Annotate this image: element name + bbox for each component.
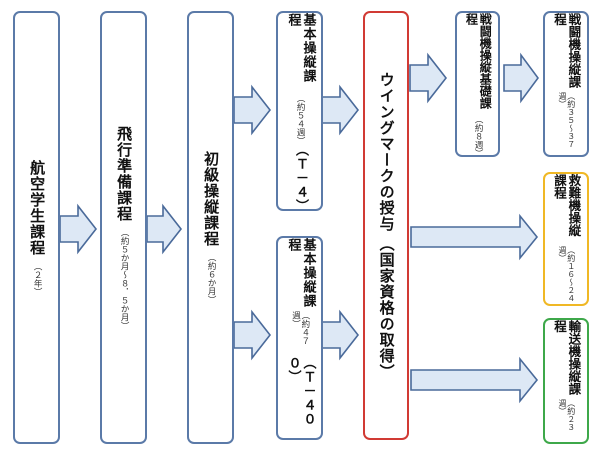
arrow-kihon1-to-wing — [321, 84, 360, 136]
node-kihon2-tail: （Ｔ－４００） — [285, 355, 316, 426]
node-sento-title: 戦闘機操縦課程 — [552, 13, 582, 88]
node-hiko-sub: （約５か月～８．５か月） — [119, 227, 130, 330]
arrow-koku-to-hiko — [59, 203, 98, 255]
node-kihon-t400: 基本操縦課程 （約４７週） （Ｔ－４００） — [276, 236, 323, 440]
node-wing-title: ウイングマークの授与 — [377, 71, 396, 232]
node-kyunan-title: 救難機操縦課程 — [552, 174, 582, 237]
node-sento: 戦闘機操縦課程 （約３５～３７週） — [543, 11, 589, 157]
node-yuso-sub: （約２３週） — [558, 399, 576, 432]
node-wing-mark: ウイングマークの授与 （国家資格の取得） — [363, 11, 409, 440]
node-kihon2-sub: （約４７週） — [290, 310, 310, 345]
node-kihon1-title: 基本操縦課程 — [285, 13, 316, 83]
arrow-wing-to-sentokiso — [409, 52, 448, 104]
arrow-sentokiso-to-sento — [503, 52, 539, 104]
node-hiko-junbi: 飛行準備課程 （約５か月～８．５か月） — [100, 11, 147, 444]
node-sento-sub: （約３５～３７週） — [558, 91, 576, 148]
arrow-wing-to-kyunan — [410, 213, 539, 261]
node-kyunan: 救難機操縦課程 （約１６～２４週） — [543, 172, 589, 306]
node-koku-title: 航空学生課程 — [28, 159, 47, 256]
arrow-shokyu-to-kihon1 — [233, 84, 272, 136]
node-sentokiso-title: 戦闘機操縦基礎課程 — [464, 13, 493, 109]
node-kihon-t4: 基本操縦課程 （約５４週） （Ｔ－４） — [276, 11, 323, 211]
node-yuso-title: 輸送機操縦課程 — [552, 320, 582, 395]
node-sentokiso-sub: （約８週） — [473, 115, 484, 157]
node-shokyu-sub: （約６か月） — [206, 253, 217, 304]
arrow-shokyu-to-kihon2 — [233, 309, 272, 361]
arrow-hiko-to-shokyu — [146, 203, 183, 255]
node-kyunan-sub: （約１６～２４週） — [558, 246, 576, 303]
node-yuso: 輸送機操縦課程 （約２３週） — [543, 318, 589, 444]
arrow-kihon2-to-wing — [321, 309, 360, 361]
node-sento-kiso: 戦闘機操縦基礎課程 （約８週） — [455, 11, 500, 157]
node-hiko-title: 飛行準備課程 — [115, 125, 134, 222]
node-shokyu: 初級操縦課程 （約６か月） — [187, 11, 234, 444]
node-shokyu-title: 初級操縦課程 — [202, 151, 221, 247]
node-wing-tail: （国家資格の取得） — [377, 235, 396, 380]
node-kihon1-tail: （Ｔ－４） — [292, 143, 308, 211]
arrow-wing-to-yuso — [410, 356, 539, 404]
node-koku-sub: （２年） — [32, 261, 43, 296]
node-kihon2-title: 基本操縦課程 — [285, 238, 316, 308]
node-koku-gakusei: 航空学生課程 （２年） — [13, 11, 60, 444]
node-kihon1-sub: （約５４週） — [295, 93, 306, 145]
